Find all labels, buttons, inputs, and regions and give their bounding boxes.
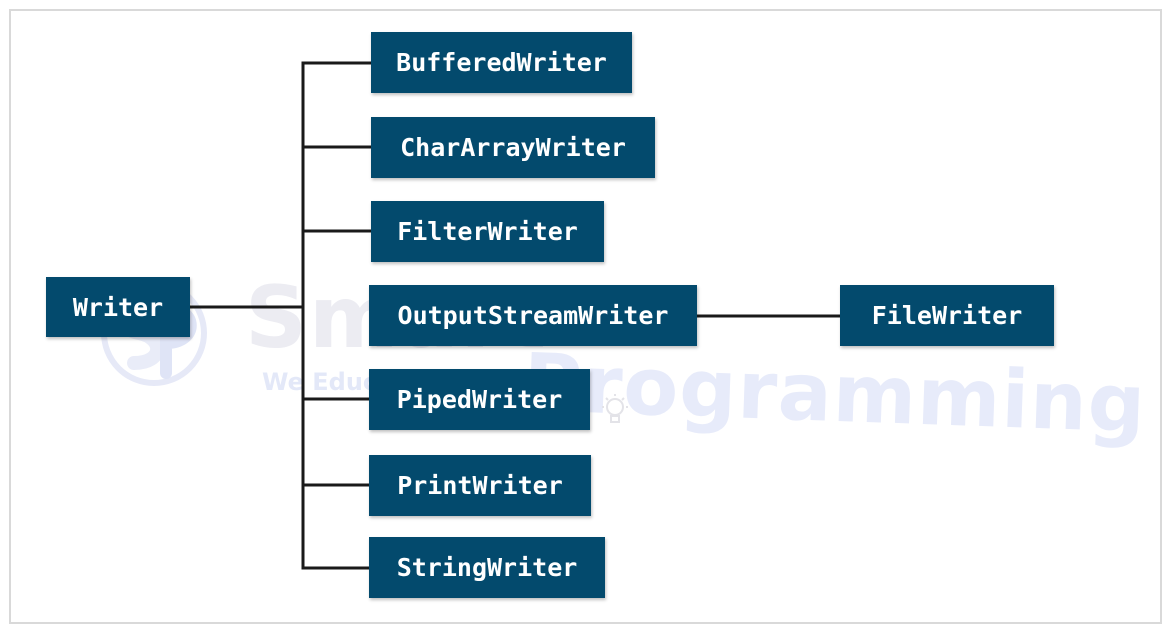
node-printwriter: PrintWriter — [369, 455, 591, 516]
node-chararraywriter: CharArrayWriter — [371, 117, 655, 178]
node-bufferedwriter: BufferedWriter — [371, 32, 632, 93]
node-filterwriter: FilterWriter — [371, 201, 604, 262]
lightbulb-icon — [602, 394, 628, 423]
node-pipedwriter: PipedWriter — [369, 369, 590, 430]
node-filewriter: FileWriter — [840, 285, 1054, 346]
node-stringwriter: StringWriter — [369, 537, 605, 598]
node-writer: Writer — [46, 277, 190, 337]
node-outputstreamwriter: OutputStreamWriter — [369, 285, 697, 346]
